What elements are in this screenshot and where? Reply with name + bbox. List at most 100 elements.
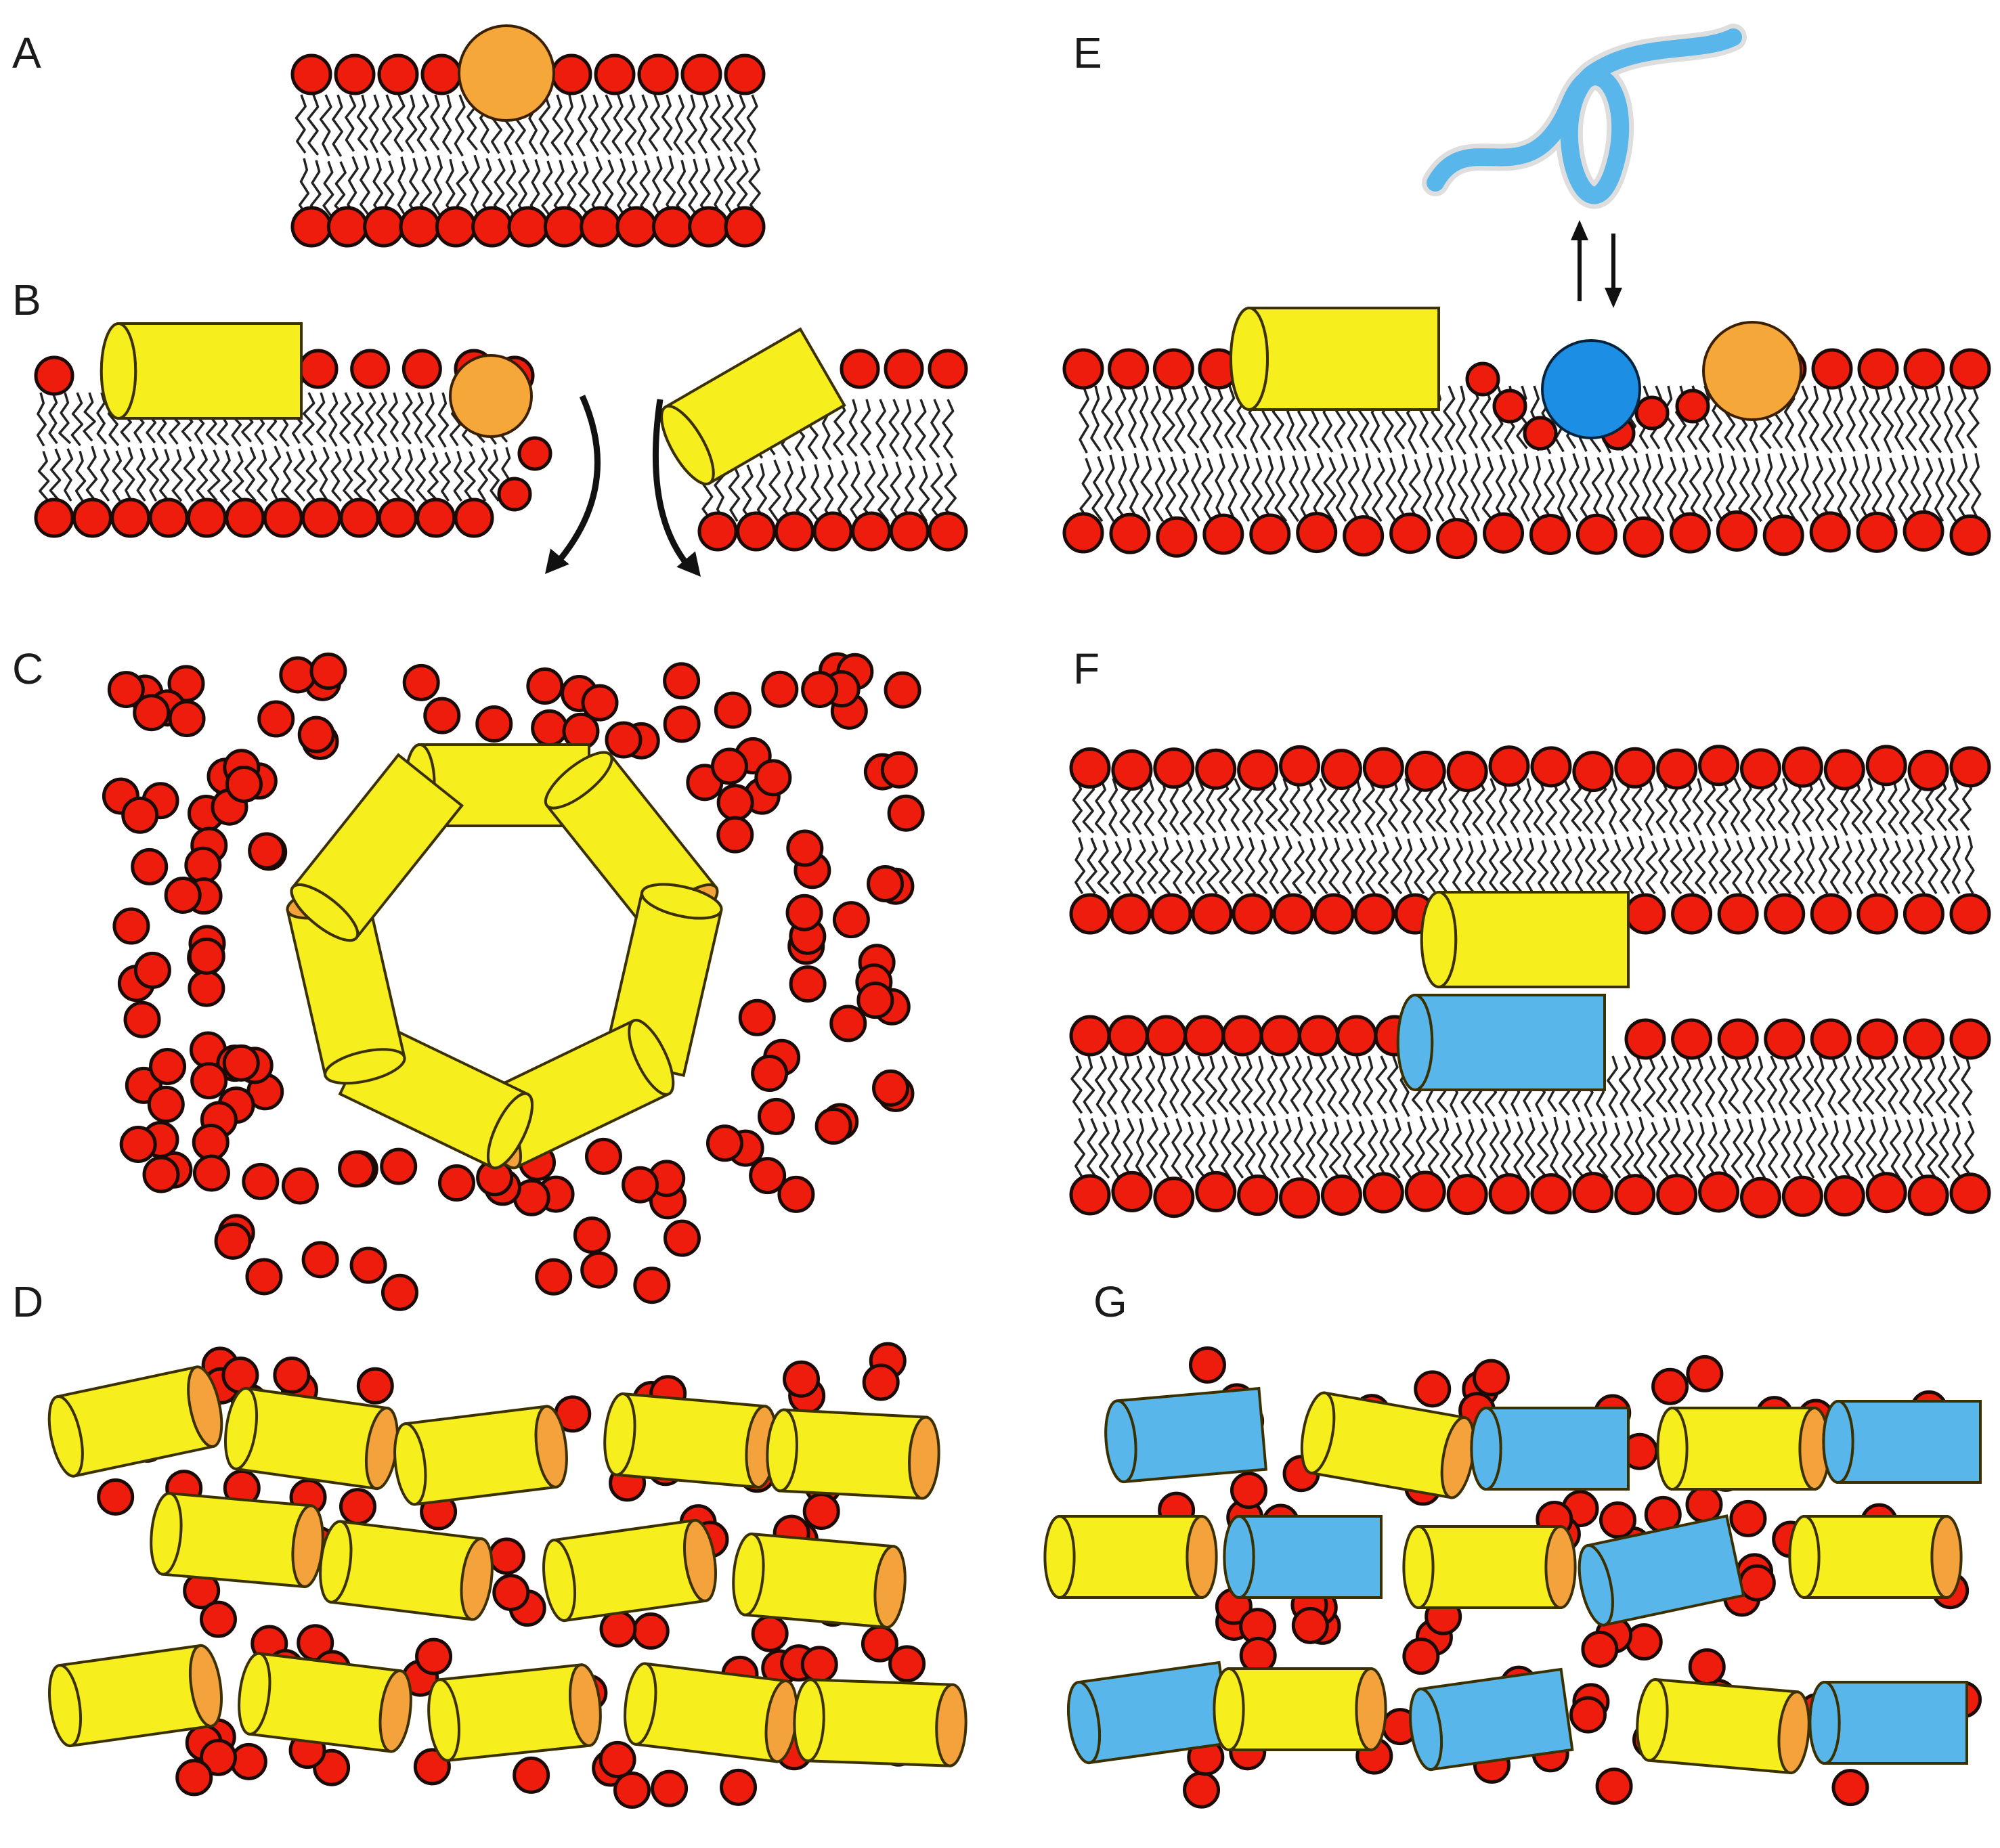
lipid-tail	[1452, 837, 1464, 895]
lipid-tail	[1496, 778, 1508, 837]
lipid-tail	[1476, 1118, 1487, 1179]
arrow-down-head	[1605, 288, 1622, 308]
lipid-tail	[1251, 458, 1263, 522]
lipid-tail	[1694, 839, 1707, 895]
lipid-head	[1949, 1172, 1991, 1214]
lipid-tail	[1070, 1055, 1083, 1114]
lipid-tail	[334, 161, 347, 218]
lipid-head	[1232, 893, 1274, 935]
lipid-tail	[425, 392, 436, 448]
lipid-tail	[1768, 835, 1781, 895]
helix-body	[1485, 1407, 1630, 1491]
helix-end	[1636, 1678, 1669, 1762]
lipid-tail	[1451, 1122, 1463, 1179]
helix-end	[544, 751, 613, 810]
mixed-carpet-helix	[1402, 1525, 1577, 1609]
lipid-tail	[307, 94, 320, 156]
lipid-tail	[575, 94, 588, 157]
lipid-tail	[724, 156, 737, 217]
lipid-head	[801, 671, 839, 709]
lipid-tail	[1607, 1055, 1619, 1118]
panel-label-e: E	[1073, 28, 1102, 77]
lipid-tail	[1861, 454, 1871, 522]
carpet-helix	[542, 1518, 717, 1623]
lipid-tail	[918, 465, 930, 522]
lipid-tail	[1113, 385, 1127, 452]
lipid-tail	[1716, 778, 1729, 834]
lipid-head	[1279, 745, 1321, 787]
lipid-tail	[1426, 1117, 1439, 1179]
lipid-tail	[673, 94, 685, 156]
lipid-tail	[1550, 1116, 1561, 1179]
lipid-head	[1625, 1623, 1663, 1661]
mixed-carpet-helix	[1788, 1515, 1963, 1599]
lipid-head	[1237, 1174, 1279, 1216]
lipid-head	[1353, 893, 1395, 935]
lipid-tail	[863, 460, 876, 523]
lipid-tail	[332, 94, 343, 157]
lipid-tail	[1328, 837, 1341, 895]
lipid-tail	[1658, 1117, 1670, 1179]
lipid-head	[200, 1738, 238, 1776]
lipid-head	[290, 206, 332, 248]
lipid-head	[1907, 749, 1949, 791]
lipid-head	[716, 784, 754, 822]
lipid-tail	[1969, 453, 1982, 522]
mixed-carpet-helix	[1223, 1515, 1383, 1599]
lipid-head	[1320, 1174, 1362, 1216]
lipid-tail	[1157, 778, 1169, 833]
helix-end	[1213, 1667, 1245, 1751]
lipid-tail	[269, 445, 282, 502]
lipid-tail	[1543, 458, 1555, 522]
lipid-tail	[1756, 835, 1768, 894]
lipid-tail	[1898, 454, 1909, 522]
lipid-tail	[1240, 454, 1251, 522]
helix-body	[161, 1491, 313, 1589]
lipid-head	[399, 206, 441, 248]
lipid-tail	[353, 450, 366, 502]
lipid-tail	[343, 448, 355, 502]
lipid-head	[580, 1251, 618, 1289]
lipid-head	[123, 1000, 161, 1038]
lipid-tail	[1244, 1118, 1256, 1179]
lipid-head	[110, 498, 151, 538]
lipid-tail	[302, 392, 316, 446]
lipid-tail	[684, 94, 697, 155]
curved-arrow	[652, 399, 693, 571]
helix-end-cap	[460, 1537, 494, 1621]
lipid-head	[401, 349, 442, 389]
lipid-tail	[1778, 1055, 1790, 1116]
helix-end	[393, 1422, 427, 1506]
lipid-tail	[293, 448, 306, 502]
lipid-tail	[1794, 840, 1805, 895]
helix-end-cap	[100, 322, 137, 420]
lipid-head	[1152, 348, 1194, 390]
lipid-head	[605, 721, 643, 759]
lipid-tail	[1506, 459, 1519, 523]
lipid-tail	[1797, 385, 1809, 448]
lipid-tail	[1858, 385, 1869, 449]
lipid-tail	[588, 94, 599, 152]
lipid-head	[714, 691, 752, 729]
lipid-head	[1716, 510, 1758, 552]
lipid-tail	[1850, 778, 1863, 835]
lipid-tail	[1147, 840, 1158, 895]
lipid-tail	[1766, 778, 1778, 831]
lipid-head	[363, 206, 405, 248]
lipid-tail	[1846, 385, 1857, 452]
lipid-tail	[1877, 1116, 1890, 1179]
lipid-head	[97, 1478, 135, 1516]
lipid-head	[1614, 747, 1656, 789]
lipid-tail	[401, 392, 413, 445]
helix-end-cap	[189, 1644, 223, 1728]
lipid-head	[1249, 513, 1291, 555]
lipid-head	[594, 53, 636, 95]
lipid-tail	[415, 447, 427, 502]
carpet-helix	[603, 1392, 778, 1489]
lipid-head	[1446, 751, 1488, 793]
lipid-tail	[58, 392, 72, 445]
panel-label-b: B	[12, 276, 41, 324]
lipid-tail	[315, 392, 327, 443]
lipid-tail	[1090, 385, 1102, 452]
helix-end	[150, 1492, 183, 1576]
